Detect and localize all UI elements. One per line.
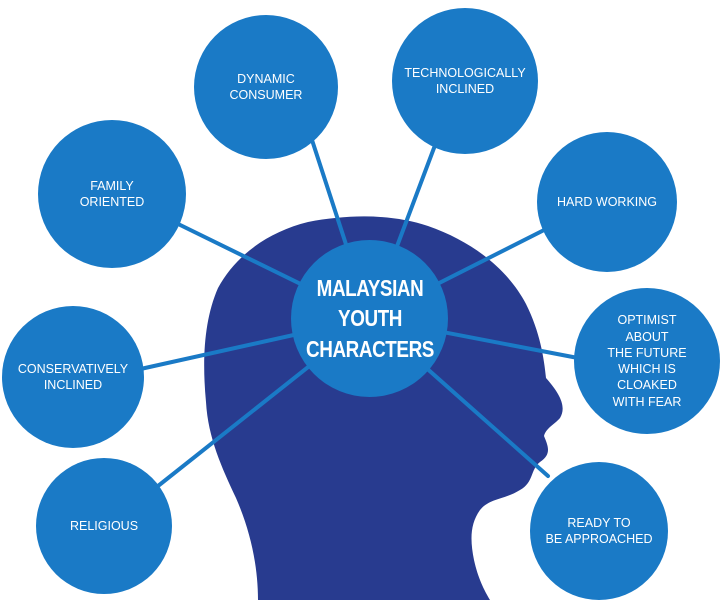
trait-optimist: OPTIMIST ABOUT THE FUTURE WHICH IS CLOAK… xyxy=(574,288,720,434)
trait-family-oriented-label: FAMILY ORIENTED xyxy=(79,178,145,209)
center-topic-label: MALAYSIAN YOUTH CHARACTERS xyxy=(305,274,434,362)
trait-optimist-label: OPTIMIST ABOUT THE FUTURE WHICH IS CLOAK… xyxy=(607,313,687,409)
trait-hard-working-label: HARD WORKING xyxy=(557,194,657,209)
trait-dynamic-consumer: DYNAMIC CONSUMER xyxy=(194,15,338,159)
trait-dynamic-consumer-label: DYNAMIC CONSUMER xyxy=(229,71,303,102)
trait-ready-to-be-approached: READY TO BE APPROACHED xyxy=(530,462,668,600)
trait-hard-working: HARD WORKING xyxy=(537,132,677,272)
trait-conservatively-inclined: CONSERVATIVELY INCLINED xyxy=(2,306,144,448)
trait-religious: RELIGIOUS xyxy=(36,458,172,594)
trait-technologically-inclined-label: TECHNOLOGICALLY INCLINED xyxy=(404,65,526,96)
trait-ready-to-be-approached-label: READY TO BE APPROACHED xyxy=(545,515,653,546)
trait-religious-label: RELIGIOUS xyxy=(69,518,139,533)
center-topic: MALAYSIAN YOUTH CHARACTERS xyxy=(291,240,448,397)
trait-family-oriented: FAMILY ORIENTED xyxy=(38,120,186,268)
trait-technologically-inclined: TECHNOLOGICALLY INCLINED xyxy=(392,8,538,154)
trait-conservatively-inclined-label: CONSERVATIVELY INCLINED xyxy=(17,361,129,392)
